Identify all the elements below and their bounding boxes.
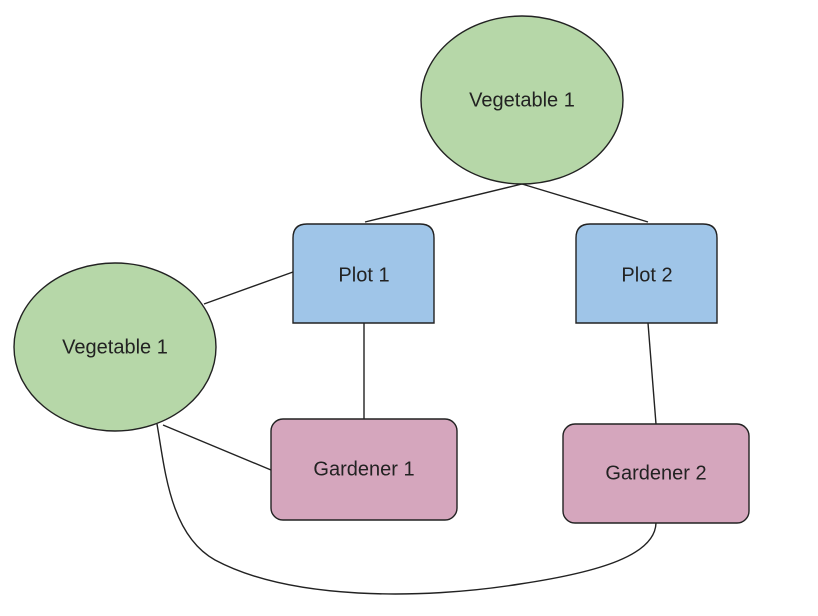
node-plot-2[interactable]: Plot 2 (575, 223, 718, 324)
node-vegetable-left[interactable]: Vegetable 1 (13, 262, 217, 432)
plot-1-shape (292, 223, 435, 324)
edge-vegetable-left-to-plot-1 (203, 271, 294, 305)
gardener-1-label: Gardener 1 (313, 458, 414, 480)
node-gardener-2[interactable]: Gardener 2 (562, 423, 750, 524)
node-vegetable-top[interactable]: Vegetable 1 (420, 15, 624, 185)
node-plot-1[interactable]: Plot 1 (292, 223, 435, 324)
vegetable-top-shape (420, 15, 624, 185)
gardener-2-shape (562, 423, 750, 524)
gardener-1-shape (270, 418, 458, 521)
edge-vegetable-top-to-plot-2 (521, 183, 649, 223)
plot-2-label: Plot 2 (621, 264, 672, 286)
vegetable-top-label: Vegetable 1 (469, 89, 575, 111)
edges (156, 183, 657, 595)
vegetable-left-label: Vegetable 1 (62, 336, 168, 358)
plot-1-label: Plot 1 (338, 264, 389, 286)
node-gardener-1[interactable]: Gardener 1 (270, 418, 458, 521)
edge-vegetable-top-to-plot-1 (364, 183, 523, 223)
plot-2-shape (575, 223, 718, 324)
edge-plot-2-to-gardener-2 (647, 322, 657, 425)
edge-vegetable-left-to-gardener-2 (156, 423, 657, 595)
vegetable-left-shape (13, 262, 217, 432)
gardener-2-label: Gardener 2 (605, 462, 706, 484)
edge-vegetable-left-to-gardener-1 (162, 424, 272, 471)
